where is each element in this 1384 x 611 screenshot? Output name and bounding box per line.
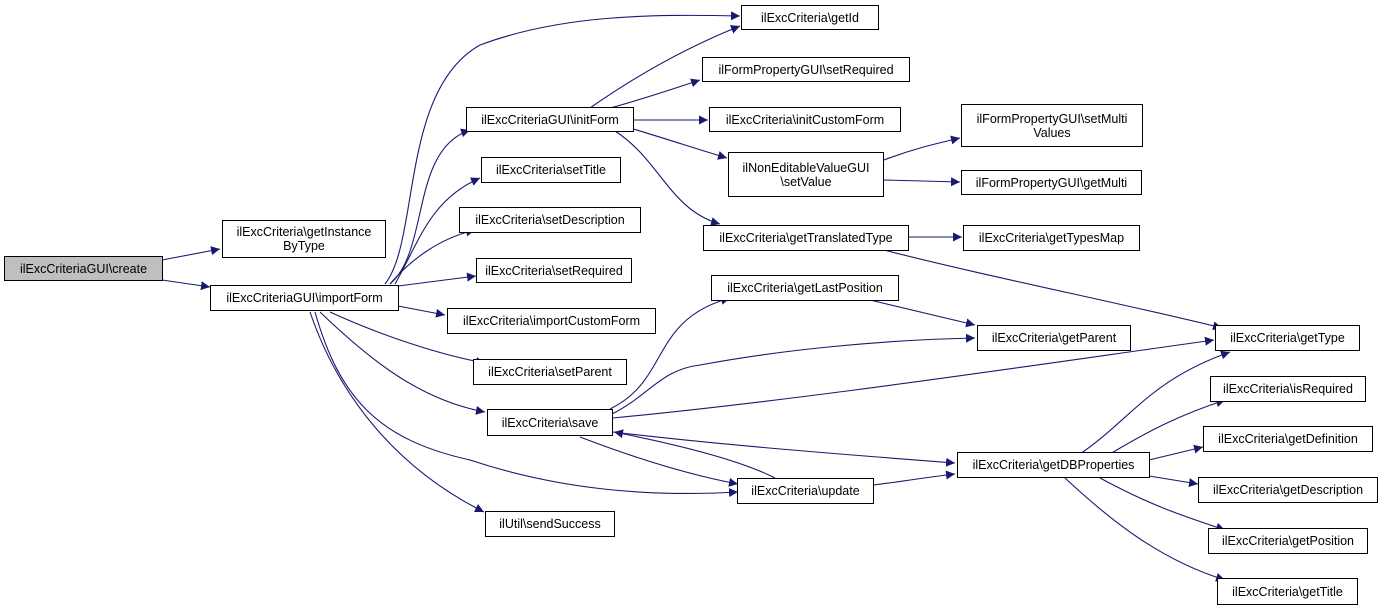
- edge-update-save: [613, 429, 776, 479]
- edge-getDBProperties-getTitle: [1064, 477, 1226, 582]
- edge-importForm-setRequired: [397, 272, 477, 287]
- edge-getDBProperties-getDescription: [1148, 475, 1199, 487]
- node-setTitle[interactable]: ilExcCriteria\setTitle: [481, 157, 621, 183]
- edge-importForm-setParent: [329, 311, 486, 366]
- node-getParent[interactable]: ilExcCriteria\getParent: [977, 325, 1131, 351]
- node-getLastPosition[interactable]: ilExcCriteria\getLastPosition: [711, 275, 899, 301]
- edge-importForm-setTitle: [394, 177, 481, 285]
- edge-initForm-getId: [589, 25, 741, 109]
- edge-getDBProperties-getType: [1079, 350, 1231, 455]
- node-initCustomForm[interactable]: ilExcCriteria\initCustomForm: [709, 107, 901, 132]
- edge-importForm-sendSuccess: [309, 311, 485, 513]
- edge-importForm-getId: [384, 11, 741, 285]
- edge-initForm-getTranslatedType: [614, 130, 721, 226]
- edge-save-getLastPosition: [609, 296, 731, 410]
- edge-importForm-save: [319, 311, 486, 415]
- node-getId[interactable]: ilExcCriteria\getId: [741, 5, 879, 30]
- node-getDBProperties[interactable]: ilExcCriteria\getDBProperties: [957, 452, 1150, 478]
- node-setRequiredForm[interactable]: ilFormPropertyGUI\setRequired: [702, 57, 910, 82]
- node-isRequired[interactable]: ilExcCriteria\isRequired: [1210, 376, 1366, 402]
- edge-save-getType: [612, 336, 1215, 419]
- node-getTitle[interactable]: ilExcCriteria\getTitle: [1217, 578, 1358, 605]
- edge-update-getDBProperties: [872, 470, 956, 486]
- node-setRequired[interactable]: ilExcCriteria\setRequired: [476, 258, 632, 283]
- node-getTypesMap[interactable]: ilExcCriteria\getTypesMap: [963, 225, 1140, 251]
- edge-importForm-initForm: [389, 128, 471, 285]
- node-setDescription[interactable]: ilExcCriteria\setDescription: [459, 207, 641, 233]
- edge-getTranslatedType-getType: [879, 248, 1223, 331]
- edge-importForm-update: [314, 311, 739, 498]
- node-nonEditableSetValue[interactable]: ilNonEditableValueGUI \setValue: [728, 152, 884, 197]
- edge-getDBProperties-getPosition: [1099, 477, 1226, 532]
- node-sendSuccess[interactable]: ilUtil\sendSuccess: [485, 511, 615, 537]
- edge-initForm-setRequiredForm: [609, 78, 701, 109]
- node-setMultiValues[interactable]: ilFormPropertyGUI\setMulti Values: [961, 104, 1143, 147]
- edge-create-importForm: [161, 279, 211, 291]
- edge-importForm-setDescription: [389, 227, 476, 285]
- node-getMulti[interactable]: ilFormPropertyGUI\getMulti: [961, 170, 1142, 195]
- edge-initForm-nonEditableSetValue: [629, 127, 728, 160]
- node-update[interactable]: ilExcCriteria\update: [737, 478, 874, 504]
- node-getDescription[interactable]: ilExcCriteria\getDescription: [1198, 477, 1378, 503]
- node-getType[interactable]: ilExcCriteria\getType: [1215, 325, 1360, 351]
- edge-create-getInstanceByType: [161, 246, 221, 261]
- node-create: ilExcCriteriaGUI\create: [4, 256, 163, 281]
- node-importCustomForm[interactable]: ilExcCriteria\importCustomForm: [447, 308, 656, 334]
- edge-getDBProperties-getDefinition: [1148, 444, 1204, 461]
- node-initForm[interactable]: ilExcCriteriaGUI\initForm: [466, 107, 634, 132]
- edge-nonEditableSetValue-getMulti: [883, 177, 961, 187]
- edge-save-update: [579, 436, 739, 487]
- node-getTranslatedType[interactable]: ilExcCriteria\getTranslatedType: [703, 225, 909, 251]
- edge-getDBProperties-isRequired: [1109, 398, 1226, 455]
- node-getInstanceByType[interactable]: ilExcCriteria\getInstance ByType: [222, 220, 386, 258]
- edge-importForm-importCustomForm: [397, 305, 446, 318]
- edge-save-getDBProperties: [612, 431, 956, 467]
- node-save[interactable]: ilExcCriteria\save: [487, 409, 613, 436]
- edge-save-getParent: [611, 333, 976, 415]
- edge-nonEditableSetValue-setMultiValues: [883, 135, 961, 161]
- edge-getLastPosition-getParent: [869, 299, 976, 328]
- node-getPosition[interactable]: ilExcCriteria\getPosition: [1208, 528, 1368, 554]
- node-setParent[interactable]: ilExcCriteria\setParent: [473, 359, 627, 385]
- node-getDefinition[interactable]: ilExcCriteria\getDefinition: [1203, 426, 1373, 452]
- node-importForm[interactable]: ilExcCriteriaGUI\importForm: [210, 285, 399, 311]
